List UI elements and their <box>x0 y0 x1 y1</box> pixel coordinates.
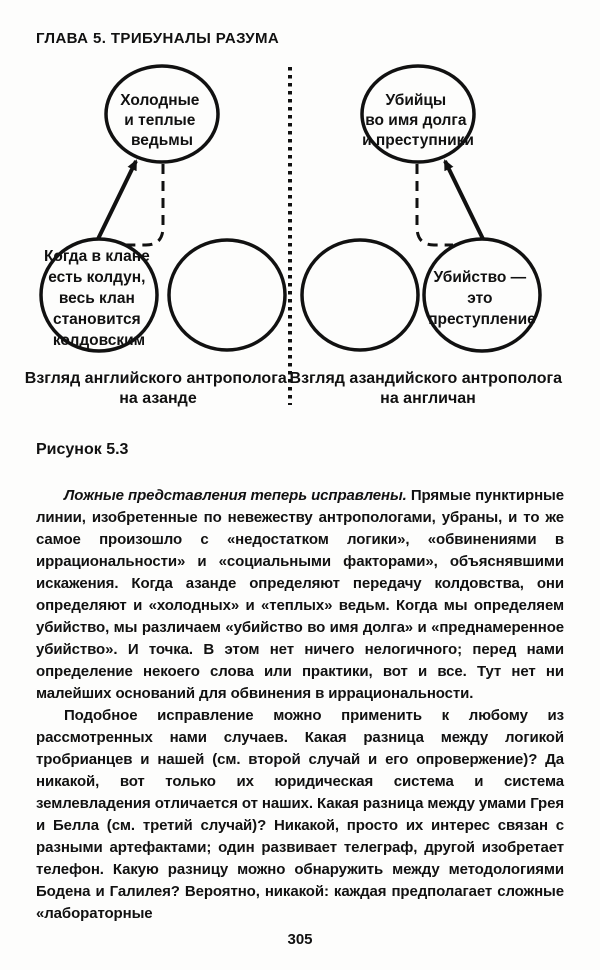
figure-5-3-diagram: Холодные и теплые ведьмы Когда в клане е… <box>25 64 567 407</box>
circle-label-line: есть колдун, <box>48 269 145 286</box>
paragraph-1: Ложные представления теперь исправлены. … <box>36 485 564 705</box>
right-caption: Взгляд азандийского антрополога на англи… <box>290 370 567 407</box>
caption-line: на азанде <box>119 390 197 407</box>
left-top-circle <box>104 64 220 164</box>
right-arrow <box>443 159 485 240</box>
circle-label-line: и преступники <box>362 132 474 149</box>
circle-label-line: во имя долга <box>365 112 467 129</box>
right-bottom-circle-empty <box>300 238 420 352</box>
right-top-circle <box>360 64 476 164</box>
right-bottom-circle-label: Убийство — это преступление <box>428 269 536 328</box>
circle-label-line: ведьмы <box>131 132 193 149</box>
caption-line: на англичан <box>380 390 476 407</box>
circle-label-line: Когда в клане <box>44 248 150 265</box>
left-caption: Взгляд английского антрополога на азанде <box>25 370 291 407</box>
caption-line: Взгляд английского антрополога <box>25 370 287 387</box>
paragraph-1-rest: Прямые пунктирные линии, изобретенные по… <box>36 487 564 702</box>
circle-label-line: Убийцы <box>386 92 447 109</box>
right-dashed-connector <box>415 164 453 247</box>
caption-line: Взгляд азандийского антрополога <box>290 370 563 387</box>
right-top-circle-label: Убийцы во имя долга и преступники <box>362 92 474 149</box>
paragraph-2: Подобное исправление можно применить к л… <box>36 707 564 922</box>
circle-label-line: Убийство — <box>433 269 526 286</box>
paragraph-1-lead-italic: Ложные представления теперь исправлены. <box>64 487 407 504</box>
circle-label-line: преступление <box>428 311 536 328</box>
circle-label-line: становится <box>53 311 141 328</box>
left-top-circle-label: Холодные и теплые ведьмы <box>120 92 204 149</box>
chapter-header: ГЛАВА 5. ТРИБУНАЛЫ РАЗУМА <box>36 30 280 47</box>
circle-label-line: колдовским <box>53 332 145 349</box>
page-number: 305 <box>287 931 313 948</box>
left-bottom-circle-empty <box>167 238 287 352</box>
body-text: Ложные представления теперь исправлены. … <box>36 485 564 925</box>
left-arrow <box>96 159 138 240</box>
circle-label-line: Холодные <box>120 92 200 109</box>
circle-label-line: и теплые <box>124 112 195 129</box>
circle-label-line: это <box>467 290 492 307</box>
left-dashed-connector <box>126 164 165 247</box>
circle-label-line: весь клан <box>59 290 135 307</box>
figure-label: Рисунок 5.3 <box>36 441 129 458</box>
left-bottom-circle-label: Когда в клане есть колдун, весь клан ста… <box>44 248 154 349</box>
